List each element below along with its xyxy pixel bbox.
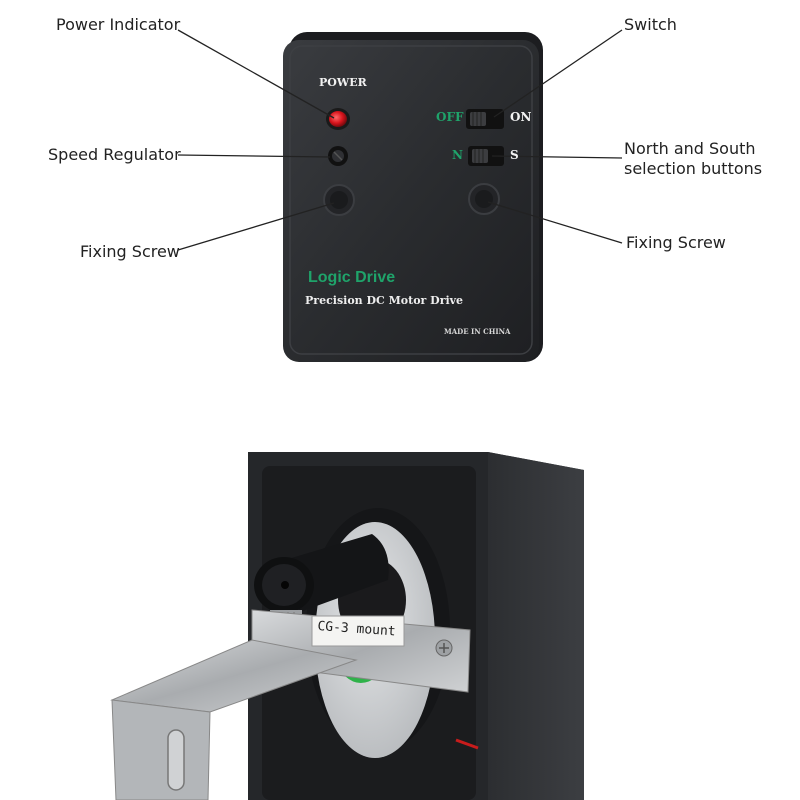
- origin-label: MADE IN CHINA: [444, 327, 511, 336]
- speed-regulator-knob: [328, 146, 348, 166]
- fixing-screw-left: [323, 184, 355, 216]
- callout-speed-regulator: Speed Regulator: [48, 145, 181, 164]
- n-label: N: [452, 148, 463, 162]
- callout-lines: [177, 29, 623, 251]
- product-subtitle: Precision DC Motor Drive: [305, 294, 464, 307]
- s-label: S: [510, 148, 519, 162]
- on-label: ON: [510, 110, 532, 124]
- callout-switch: Switch: [624, 15, 677, 34]
- red-wire: [455, 738, 479, 750]
- metal-bracket: [110, 609, 471, 800]
- laser-barrel: [254, 534, 389, 630]
- callout-fixing-screw-left: Fixing Screw: [80, 242, 180, 261]
- callout-power-indicator: Power Indicator: [56, 15, 181, 34]
- on-off-switch: [466, 109, 504, 129]
- callout-fixing-screw-right: Fixing Screw: [626, 233, 726, 252]
- brand-name: Logic Drive: [308, 269, 396, 286]
- callout-north-south-selection: North and South selection buttons: [624, 139, 763, 178]
- fixing-screw-right: [468, 183, 500, 215]
- power-led: [326, 108, 350, 130]
- power-label: POWER: [319, 76, 367, 89]
- north-south-switch: [468, 146, 504, 166]
- off-label: OFF: [436, 110, 464, 124]
